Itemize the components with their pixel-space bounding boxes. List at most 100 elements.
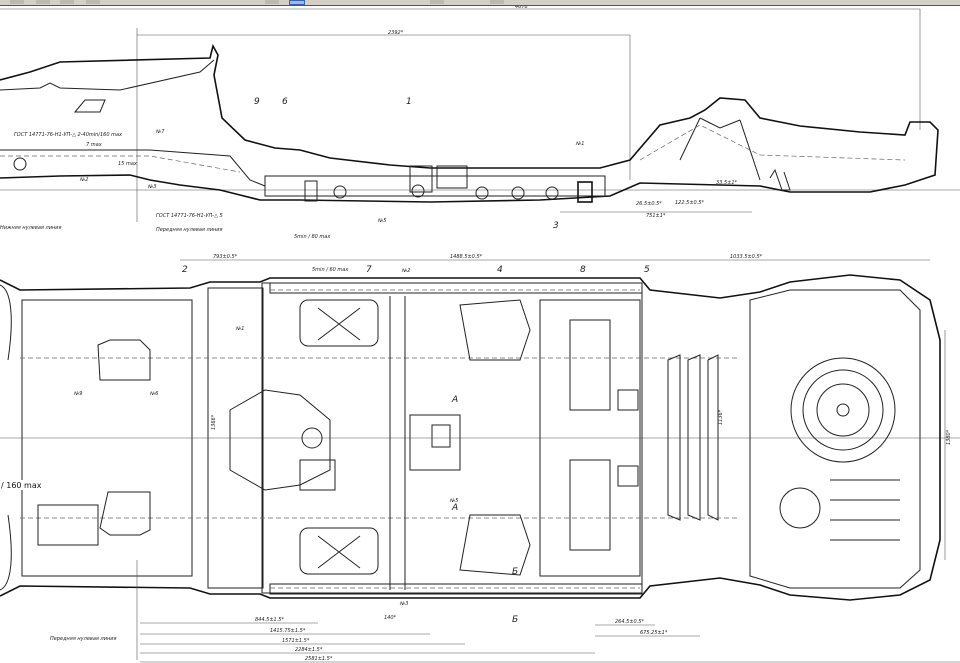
rear-panel-rib bbox=[569, 459, 611, 551]
dimension-label: 751±1* bbox=[646, 213, 666, 219]
hidden-line bbox=[0, 124, 906, 173]
side-window-cutout bbox=[73, 99, 106, 113]
rear-ribs bbox=[667, 354, 719, 521]
dimension-label: 33.5±1* bbox=[716, 180, 738, 186]
dimension-label: 264.5±0.5* bbox=[615, 619, 644, 625]
weld-mark: №3 bbox=[399, 601, 408, 607]
callout-label: 4 bbox=[497, 265, 503, 275]
dimension-label: 26.5±0.5* bbox=[636, 201, 662, 207]
seat-pan bbox=[299, 527, 379, 575]
dimension-label: 1415.75±1.5* bbox=[270, 628, 306, 634]
bracket bbox=[436, 165, 468, 189]
front-hump bbox=[99, 491, 151, 536]
callout-label: 1 bbox=[406, 97, 412, 107]
drawing-canvas: 4 6 7 8 2392* 751±1* 26.5±0.5* 122.5±0.5* 3… bbox=[0, 6, 960, 663]
left-sill bbox=[269, 282, 643, 294]
weld-mark: №5 bbox=[377, 218, 386, 224]
dimension-label: 1033.5±0.5* bbox=[730, 254, 763, 260]
front-floor-panel bbox=[21, 299, 193, 577]
toolbar-button[interactable] bbox=[265, 0, 279, 4]
trunk-floor bbox=[749, 289, 921, 589]
bracket bbox=[577, 181, 593, 203]
dimension-label: 2392* bbox=[388, 30, 404, 36]
dimension-label: 1380* bbox=[946, 429, 952, 445]
toolbar bbox=[0, 0, 960, 6]
weld-mark: №5 bbox=[449, 498, 458, 504]
toolbar-button-active[interactable] bbox=[289, 0, 305, 5]
weld-mark: №7 bbox=[155, 129, 165, 135]
weld-note: / 160 max bbox=[1, 481, 42, 490]
weld-note: 5min / 60 max bbox=[312, 267, 348, 273]
dimension-label: 844.5±1.5* bbox=[255, 617, 284, 623]
section-mark: A bbox=[451, 395, 458, 405]
hole bbox=[13, 157, 27, 171]
weld-mark: №3 bbox=[147, 184, 156, 190]
weld-mark: №1 bbox=[235, 326, 244, 332]
toolbar-button[interactable] bbox=[86, 0, 100, 4]
seat-pan-x bbox=[317, 535, 361, 569]
dimension-label: 7 max bbox=[86, 142, 102, 148]
weld-mark: №6 bbox=[149, 391, 158, 397]
fuel-filler-hole bbox=[779, 487, 821, 529]
rear-seat-well bbox=[459, 299, 531, 576]
dimension-label: 1488.5±0.5* bbox=[450, 254, 483, 260]
spare-wheel-well-ring bbox=[816, 383, 870, 437]
right-sill bbox=[269, 583, 643, 595]
bracket bbox=[617, 465, 639, 487]
floor-outline bbox=[0, 274, 941, 601]
side-sill bbox=[264, 175, 606, 197]
rear-strut bbox=[679, 117, 761, 181]
toolbar-button[interactable] bbox=[10, 0, 24, 4]
front-zero-line-label: Передняя нулевая линия bbox=[156, 227, 223, 233]
callout-label: 8 bbox=[580, 265, 586, 275]
side-view: 4678 2392* 751±1* 26.5±0.5* 122.5±0.5* 3… bbox=[0, 6, 960, 240]
dimension-label: 1366* bbox=[211, 414, 217, 430]
section-mark: Б bbox=[512, 567, 518, 577]
toolbar-button[interactable] bbox=[430, 0, 444, 4]
callout-label: 6 bbox=[282, 97, 288, 107]
crossmember bbox=[389, 296, 406, 590]
dimension-label: 122.5±0.5* bbox=[675, 200, 704, 206]
weld-mark: №2 bbox=[401, 268, 410, 274]
toolbar-button[interactable] bbox=[60, 0, 74, 4]
bottom-zero-line-label: Нижняя нулевая линия bbox=[0, 225, 61, 231]
weld-mark: №1 bbox=[575, 141, 584, 147]
callout-label: 7 bbox=[366, 265, 372, 275]
callout-label: 5 bbox=[644, 265, 650, 275]
dimension-label: 675.25±1* bbox=[640, 630, 668, 636]
left-note-backing bbox=[0, 480, 48, 490]
bracket bbox=[617, 389, 639, 411]
hole bbox=[511, 186, 525, 200]
hole bbox=[545, 186, 559, 200]
dimension-label: 2284±1.5* bbox=[295, 647, 323, 653]
weld-note: 5min / 80 max bbox=[294, 234, 330, 240]
front-crossmember bbox=[207, 287, 264, 589]
callout-label: 2 bbox=[182, 265, 188, 275]
center-bracket-plate bbox=[431, 424, 451, 448]
section-mark: A bbox=[451, 503, 458, 513]
dimension-label: 1136* bbox=[718, 409, 724, 425]
plan-view: 793±0.5* 1488.5±0.5* 1033.5±0.5* bbox=[0, 254, 960, 663]
bracket bbox=[409, 165, 433, 193]
hidden-line bbox=[20, 289, 740, 589]
rear-panel-rib bbox=[569, 319, 611, 411]
side-body-outline bbox=[0, 43, 939, 203]
hole bbox=[411, 184, 425, 198]
spare-wheel-well bbox=[790, 357, 896, 463]
weld-note: ГОСТ 14771-76-Н1-УП-△ 5 bbox=[156, 213, 223, 219]
front-plate bbox=[37, 504, 99, 546]
side-inner-line bbox=[0, 149, 266, 187]
tunnel-front bbox=[229, 389, 331, 491]
side-inner-line bbox=[0, 59, 215, 91]
bracket bbox=[299, 459, 336, 491]
weld-note: ГОСТ 14771-76-Н1-УП-△ 2-40min/160 max bbox=[14, 132, 122, 138]
spare-wheel-well-ring bbox=[802, 369, 884, 451]
toolbar-button[interactable] bbox=[490, 0, 504, 4]
seat-pan bbox=[299, 299, 379, 347]
dimension-label: 793±0.5* bbox=[213, 254, 238, 260]
bracket bbox=[304, 180, 318, 202]
dimension-label: 1571±1.5* bbox=[282, 638, 310, 644]
front-hump bbox=[97, 339, 151, 381]
toolbar-button[interactable] bbox=[36, 0, 50, 4]
seat-pan-x bbox=[317, 307, 361, 341]
